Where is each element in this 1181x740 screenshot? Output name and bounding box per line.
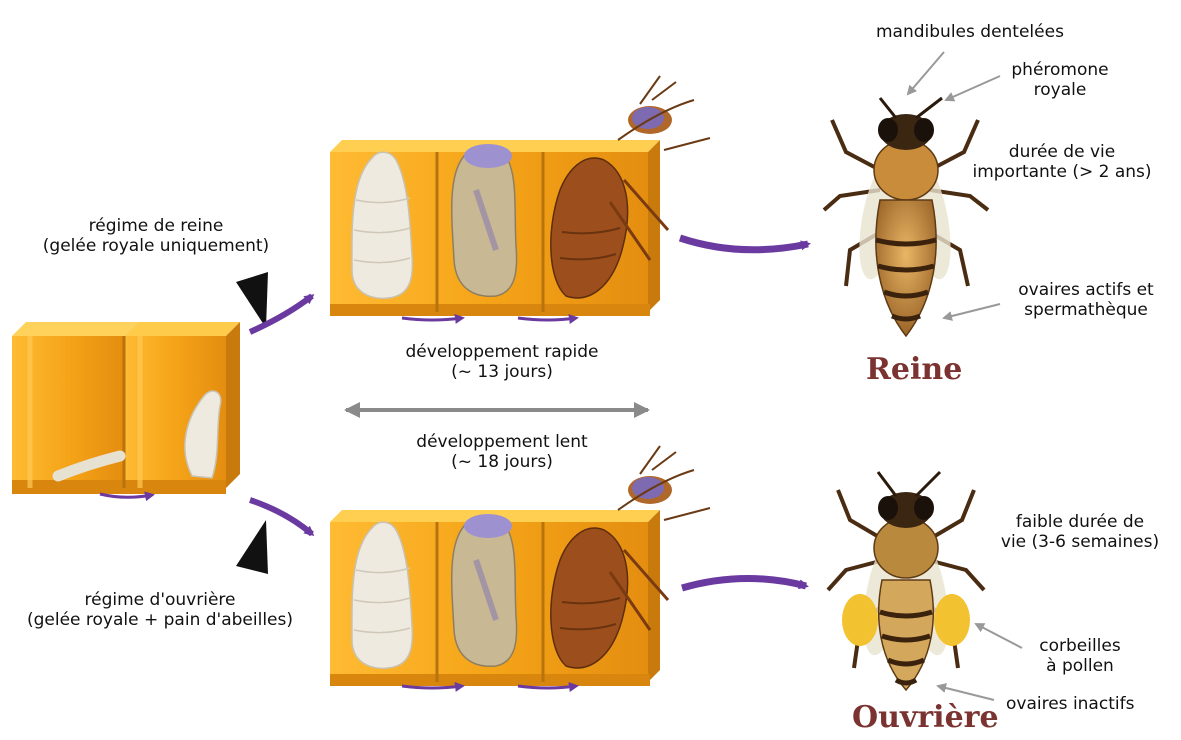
queen-pupa-eye	[464, 144, 512, 168]
worker-trait-pollen-line2: à pollen	[1046, 656, 1114, 676]
queen-title: Reine	[866, 352, 963, 387]
queen-diet-pointer	[236, 272, 268, 328]
fast-development-line1: développement rapide	[405, 342, 599, 362]
queen-diet-line2: (gelée royale uniquement)	[42, 236, 270, 256]
grown-larva	[184, 390, 222, 479]
queen-trait-ovaries-line1: ovaires actifs et	[1018, 280, 1154, 300]
worker-adult-eye	[632, 477, 664, 499]
worker-trait-lifespan-line1: faible durée de	[1015, 512, 1145, 532]
to-worker-path-arrow	[249, 497, 315, 537]
queen-trait-pheromone-line2: royale	[1033, 80, 1087, 100]
worker-trait-pollen: corbeilles à pollen	[1010, 636, 1150, 676]
queen-bee	[822, 96, 990, 338]
annotation-pointers	[906, 51, 1023, 701]
to-queen-arrow	[678, 234, 811, 254]
worker-trait-lifespan-line2: vie (3-6 semaines)	[1000, 532, 1160, 552]
queen-trait-lifespan-line1: durée de vie	[1008, 142, 1116, 162]
queen-trait-ovaries: ovaires actifs et spermathèque	[996, 280, 1176, 320]
slow-development-line1: développement lent	[416, 432, 588, 452]
queen-adult	[550, 157, 629, 299]
queen-trait-pheromone-line1: phéromone	[1011, 60, 1109, 80]
queen-trait-lifespan: durée de vie importante (> 2 ans)	[962, 142, 1162, 182]
queen-development-comb	[330, 75, 711, 324]
larva-comb	[12, 322, 240, 502]
worker-adult	[550, 527, 629, 669]
worker-title: Ouvrière	[852, 700, 999, 735]
worker-diet-label: régime d'ouvrière (gelée royale + pain d…	[0, 590, 320, 630]
slow-development-label: développement lent (~ 18 jours)	[352, 432, 652, 472]
queen-trait-lifespan-line2: importante (> 2 ans)	[972, 162, 1152, 182]
fast-development-label: développement rapide (~ 13 jours)	[352, 342, 652, 382]
queen-trait-mandibles: mandibules dentelées	[876, 22, 1064, 42]
worker-diet-pointer	[236, 520, 268, 574]
fast-development-line2: (~ 13 jours)	[451, 362, 553, 382]
worker-diet-line1: régime d'ouvrière	[84, 590, 236, 610]
worker-trait-ovaries: ovaires inactifs	[1006, 694, 1135, 714]
young-larva	[52, 450, 126, 482]
worker-diet-line2: (gelée royale + pain d'abeilles)	[26, 610, 293, 630]
queen-trait-pheromone: phéromone royale	[990, 60, 1130, 100]
worker-trait-pollen-line1: corbeilles	[1039, 636, 1121, 656]
worker-bee	[826, 470, 986, 692]
worker-pupa-eye	[464, 514, 512, 538]
queen-adult-eye	[632, 107, 664, 129]
pollen-basket-right	[934, 594, 970, 646]
worker-trait-lifespan: faible durée de vie (3-6 semaines)	[990, 512, 1170, 552]
slow-development-line2: (~ 18 jours)	[451, 452, 553, 472]
to-worker-arrow	[681, 575, 809, 592]
to-queen-path-arrow	[248, 293, 315, 335]
queen-trait-ovaries-line2: spermathèque	[1024, 300, 1148, 320]
pollen-basket-left	[842, 594, 878, 646]
queen-diet-line1: régime de reine	[88, 216, 224, 236]
queen-diet-label: régime de reine (gelée royale uniquement…	[6, 216, 306, 256]
worker-development-comb	[330, 445, 711, 692]
